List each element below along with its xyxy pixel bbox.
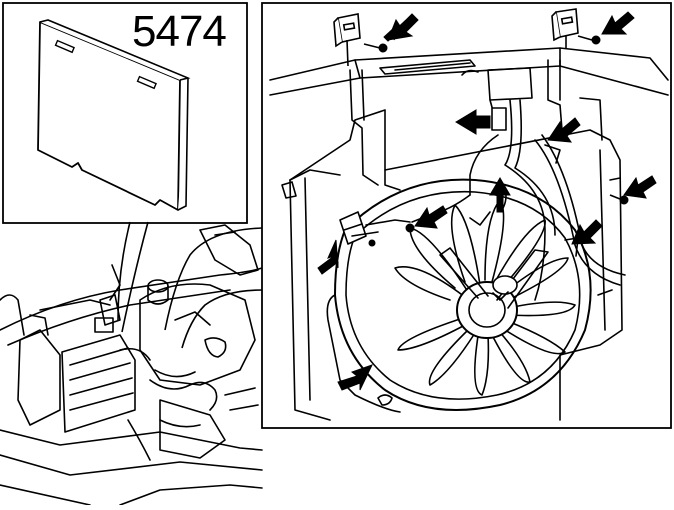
hood-edge xyxy=(0,267,263,331)
tool-slot-right xyxy=(136,75,157,90)
callout-arrow-9 xyxy=(317,239,339,275)
motor-housing xyxy=(492,275,518,295)
cooling-fan-detail xyxy=(261,2,672,429)
harness-connector xyxy=(491,107,507,131)
tool-plate xyxy=(37,21,181,211)
callout-arrow-8 xyxy=(571,219,603,245)
engine-cover xyxy=(139,283,256,386)
tool-leader-line xyxy=(117,221,131,321)
tool-number-label: 5474 xyxy=(132,7,227,56)
screw-icon xyxy=(368,239,376,247)
air-box xyxy=(159,399,226,459)
fan-shroud xyxy=(334,178,592,411)
relay-block xyxy=(487,67,533,101)
clip-icon xyxy=(551,8,579,48)
callout-arrow-5 xyxy=(623,175,657,199)
special-tool-inset xyxy=(2,2,248,224)
harness-branch xyxy=(534,139,621,286)
bracket-right xyxy=(547,59,563,131)
callout-arrow-10 xyxy=(337,364,373,391)
fan-detail-frame xyxy=(261,2,672,429)
screw-icon xyxy=(609,194,629,205)
screw-icon xyxy=(363,43,388,53)
callout-arrow-4 xyxy=(547,117,581,143)
tool-slot-left xyxy=(54,39,75,54)
bracket-left xyxy=(349,69,379,186)
crossmember-strip xyxy=(379,59,476,75)
screw-icon xyxy=(405,223,415,233)
callout-arrow-6 xyxy=(414,205,448,229)
intake-hose xyxy=(149,379,218,411)
fan-blades xyxy=(394,199,576,396)
left-fender xyxy=(0,294,25,336)
grille xyxy=(61,334,136,433)
headlight-left xyxy=(17,329,61,426)
motor-mount xyxy=(496,249,549,309)
front-bumper xyxy=(0,429,263,451)
battery-area xyxy=(199,224,259,276)
radiator-frame xyxy=(289,109,623,421)
callout-arrow-3 xyxy=(455,109,491,135)
screw-icon xyxy=(577,35,601,45)
callout-arrow-7 xyxy=(489,177,511,213)
detail-leader-line xyxy=(164,227,263,331)
callout-arrow-2 xyxy=(601,11,635,35)
clip-icon xyxy=(333,13,361,67)
callout-arrow-1b xyxy=(387,13,419,41)
harness-main xyxy=(504,99,546,301)
fan-connector xyxy=(339,211,367,245)
engine-bay-view xyxy=(0,224,263,506)
